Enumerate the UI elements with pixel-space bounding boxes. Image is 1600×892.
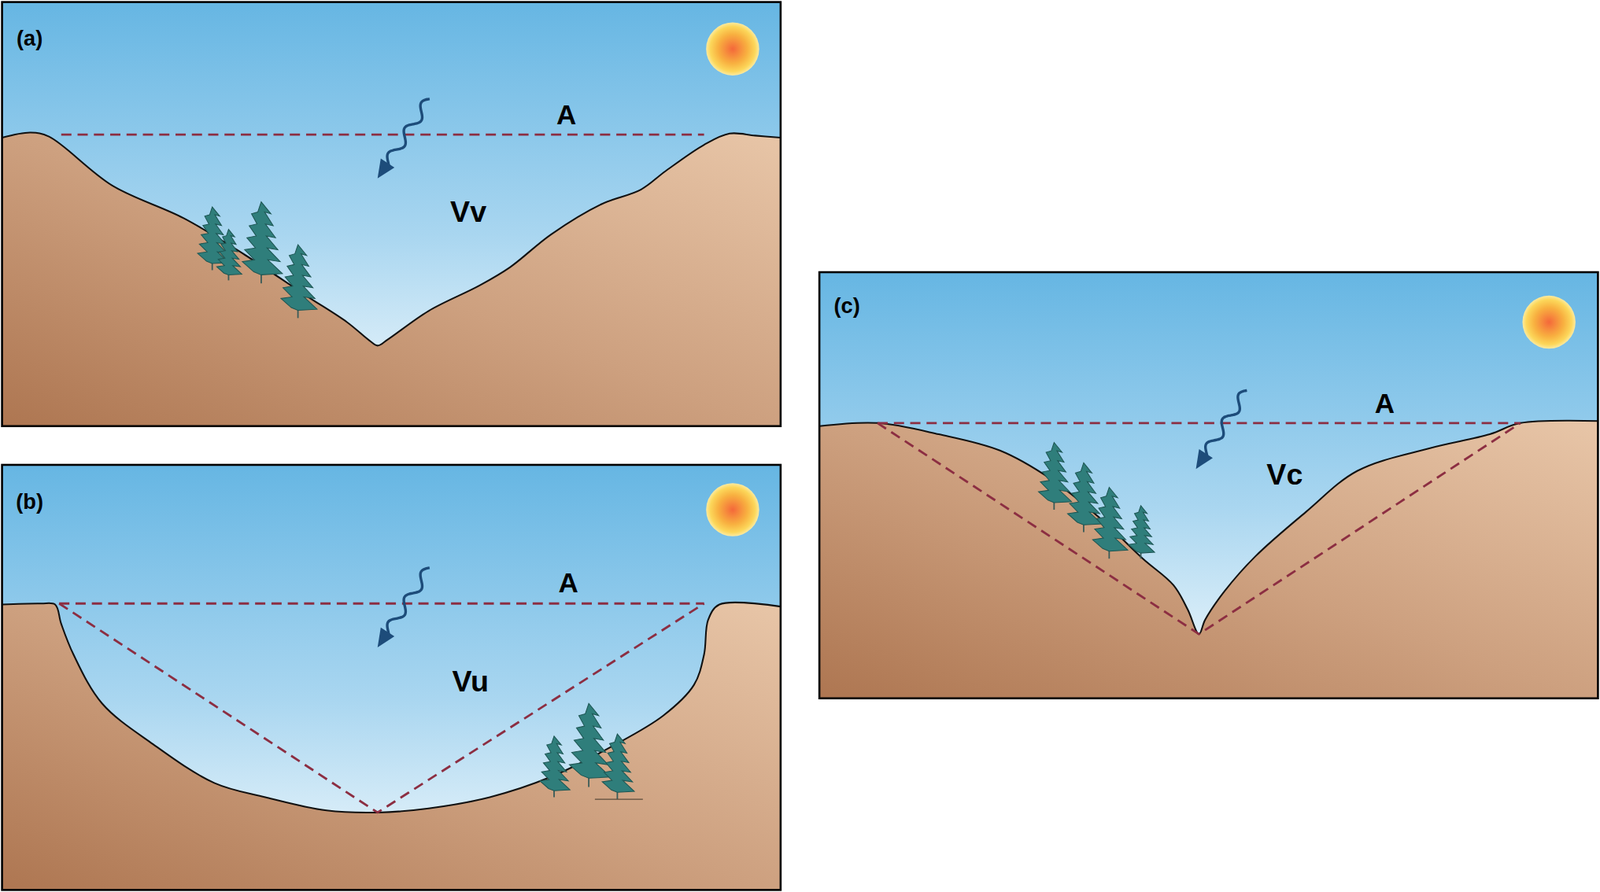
area-label: A xyxy=(558,569,579,597)
valley-ground xyxy=(819,421,1598,699)
arrow-head xyxy=(377,628,395,648)
valley-profile xyxy=(819,421,1598,635)
panel-border xyxy=(2,2,781,427)
valley-panel xyxy=(0,465,786,892)
tree xyxy=(242,202,283,276)
valley-panel xyxy=(0,2,786,433)
panel-border xyxy=(2,465,781,891)
area-label: A xyxy=(556,100,577,129)
valley-profile xyxy=(2,132,781,346)
tree xyxy=(280,244,318,311)
radiation-arrow xyxy=(387,568,430,636)
sun xyxy=(1522,295,1575,349)
valley-ground xyxy=(2,602,781,891)
area-label: A xyxy=(1374,389,1395,418)
panel-letter: (c) xyxy=(834,295,861,317)
ground-line xyxy=(594,798,643,800)
volume-label: Vv xyxy=(450,197,487,228)
tree xyxy=(1128,506,1155,554)
tree xyxy=(569,703,610,779)
tree xyxy=(216,229,242,276)
tree xyxy=(1092,487,1128,551)
dashed-line xyxy=(59,602,704,606)
valley-panel xyxy=(814,272,1600,704)
sun xyxy=(705,483,759,536)
panel-letter: (b) xyxy=(15,491,44,513)
panel-border xyxy=(819,272,1598,699)
volume-label: Vc xyxy=(1266,460,1303,491)
radiation-arrow xyxy=(1205,390,1248,457)
tree xyxy=(1067,462,1102,525)
arrow-head xyxy=(377,158,395,179)
dashed-line xyxy=(59,603,704,813)
arrow-head xyxy=(1196,449,1213,470)
radiation-arrow xyxy=(387,99,430,167)
dashed-line xyxy=(877,421,1521,425)
valley-profile xyxy=(2,602,781,813)
sun xyxy=(705,22,759,76)
tree xyxy=(539,736,570,792)
panel-letter: (a) xyxy=(16,28,43,50)
volume-label: Vu xyxy=(451,668,489,699)
tree xyxy=(602,734,635,793)
dashed-line xyxy=(61,133,705,137)
dashed-line xyxy=(877,423,1521,635)
valley-ground xyxy=(2,132,781,426)
tree xyxy=(1038,442,1072,503)
